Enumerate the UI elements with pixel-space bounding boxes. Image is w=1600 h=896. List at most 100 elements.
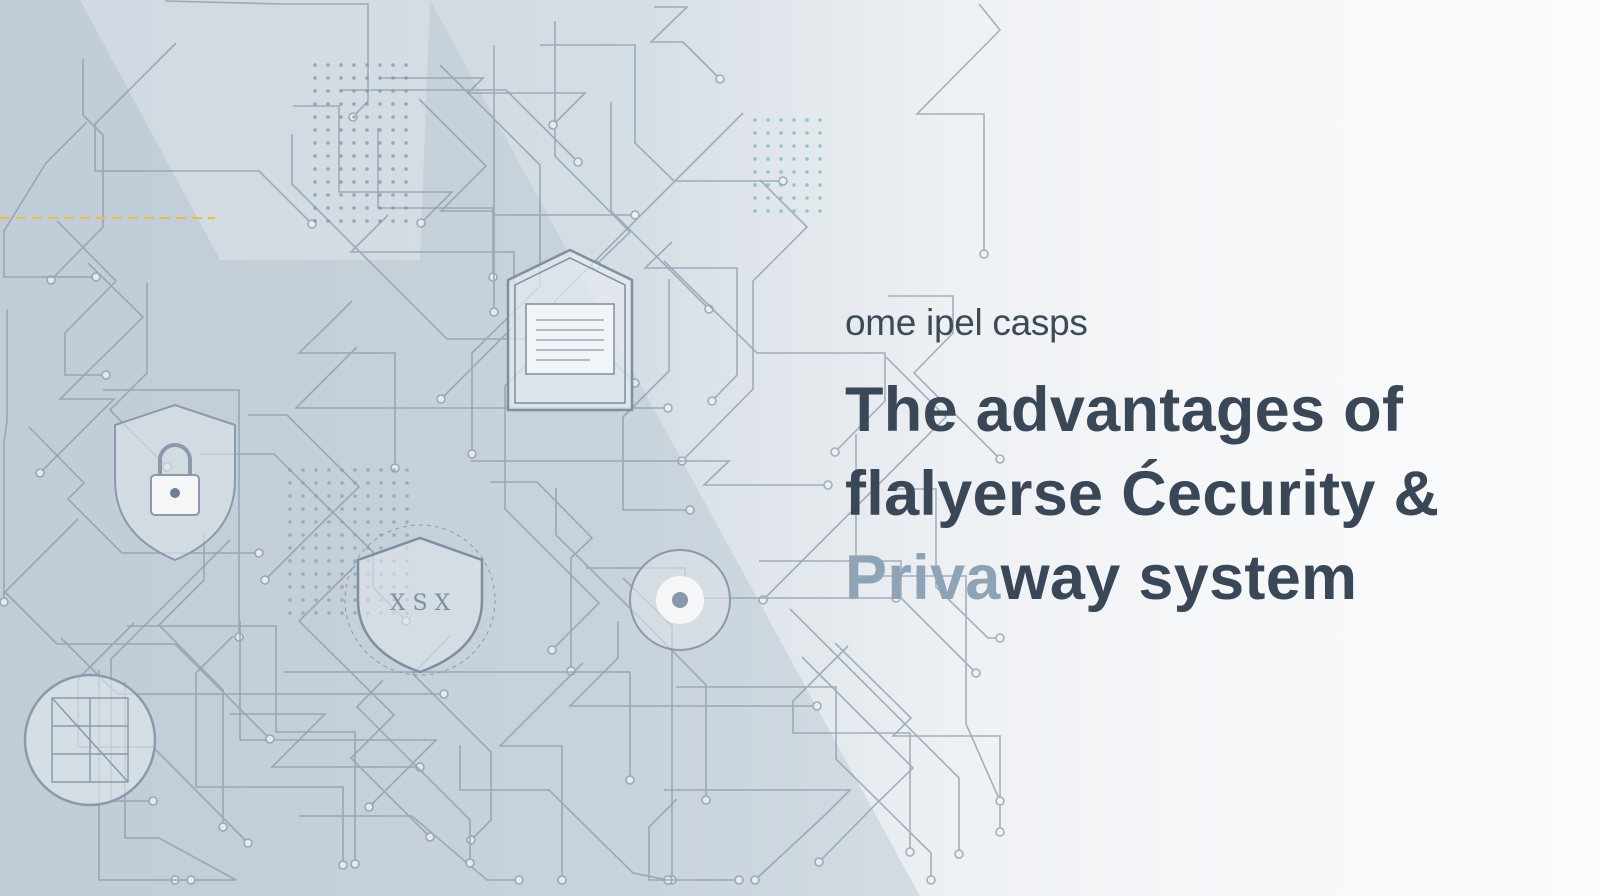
grid-dot — [339, 154, 343, 158]
grid-dot — [766, 170, 770, 174]
grid-dot — [313, 63, 317, 67]
circuit-trace — [459, 745, 669, 881]
grid-dot — [753, 118, 757, 122]
grid-dot — [314, 533, 318, 537]
grid-dot — [327, 598, 331, 602]
grid-dot — [327, 611, 331, 615]
circuit-trace — [50, 59, 104, 281]
grid-dot — [378, 89, 382, 93]
grid-dot — [327, 546, 331, 550]
circuit-node — [218, 822, 228, 832]
circuit-node — [663, 403, 673, 413]
grid-dot — [378, 193, 382, 197]
circuit-trace — [664, 789, 852, 881]
grid-dot — [352, 89, 356, 93]
circuit-node — [465, 858, 475, 868]
grid-dot — [288, 533, 292, 537]
grid-dot — [405, 520, 409, 524]
circuit-trace — [349, 214, 515, 400]
grid-dot — [404, 102, 408, 106]
grid-dot — [353, 507, 357, 511]
circuit-trace — [888, 295, 1001, 460]
grid-dot — [378, 206, 382, 210]
circuit-node — [186, 875, 196, 885]
grid-dot — [792, 131, 796, 135]
target-circle-icon — [629, 549, 731, 651]
circuit-trace — [127, 625, 356, 864]
circuit-node — [995, 633, 1005, 643]
svg-text:X S X: X S X — [390, 591, 451, 616]
circuit-trace — [418, 98, 495, 312]
grid-dot — [365, 180, 369, 184]
grid-dot — [301, 468, 305, 472]
grid-dot — [288, 481, 292, 485]
shield-icon: X S X — [344, 524, 496, 676]
grid-dot — [288, 598, 292, 602]
circuit-node — [715, 74, 725, 84]
grid-dot — [404, 206, 408, 210]
circuit-node — [436, 394, 446, 404]
grid-dot — [405, 533, 409, 537]
circuit-node — [995, 827, 1005, 837]
grid-dot — [779, 209, 783, 213]
grid-dot — [340, 468, 344, 472]
grid-dot — [365, 193, 369, 197]
grid-dot — [366, 520, 370, 524]
padlock-shield-icon — [114, 403, 236, 562]
grid-dot — [792, 170, 796, 174]
circuit-trace — [3, 309, 8, 602]
grid-dot — [327, 494, 331, 498]
grid-dot — [301, 572, 305, 576]
grid-dot — [378, 102, 382, 106]
grid-dot — [327, 520, 331, 524]
grid-dot — [352, 76, 356, 80]
grid-dot — [352, 167, 356, 171]
grid-dot — [288, 546, 292, 550]
grid-dot — [326, 102, 330, 106]
circuit-node — [812, 701, 822, 711]
grid-dot — [753, 209, 757, 213]
circuit-node — [416, 218, 426, 228]
circuit-node — [91, 272, 101, 282]
circuit-trace — [230, 713, 420, 768]
grid-dot — [340, 494, 344, 498]
grid-dot — [353, 572, 357, 576]
grid-dot — [301, 507, 305, 511]
grid-dot — [353, 520, 357, 524]
circuit-trace — [762, 356, 948, 601]
grid-dot — [327, 481, 331, 485]
grid-dot — [314, 468, 318, 472]
circuit-trace — [164, 0, 369, 118]
circuit-node — [701, 795, 711, 805]
circuit-node — [685, 505, 695, 515]
circuit-trace — [248, 414, 361, 581]
grid-dot — [818, 118, 822, 122]
circuit-node — [830, 447, 840, 457]
circuit-trace — [195, 635, 344, 865]
grid-dot — [779, 170, 783, 174]
grid-dot — [766, 196, 770, 200]
grid-dot — [779, 144, 783, 148]
grid-dot — [352, 115, 356, 119]
grid-dot — [352, 180, 356, 184]
grid-dot — [818, 157, 822, 161]
grid-dot — [288, 520, 292, 524]
grid-dot — [378, 154, 382, 158]
grid-dot — [378, 63, 382, 67]
grid-dot — [805, 209, 809, 213]
circuit-node — [971, 668, 981, 678]
grid-dot — [313, 76, 317, 80]
grid-dot — [352, 63, 356, 67]
grid-dot — [313, 167, 317, 171]
grid-dot — [352, 206, 356, 210]
grid-dot — [326, 180, 330, 184]
grid-dot — [339, 141, 343, 145]
grid-dot — [340, 611, 344, 615]
circuit-node — [0, 597, 9, 607]
grid-dot — [392, 520, 396, 524]
grid-dot — [779, 157, 783, 161]
circuit-trace — [103, 389, 240, 637]
grid-dot — [805, 170, 809, 174]
circuit-trace — [471, 460, 828, 486]
grid-dot — [392, 507, 396, 511]
